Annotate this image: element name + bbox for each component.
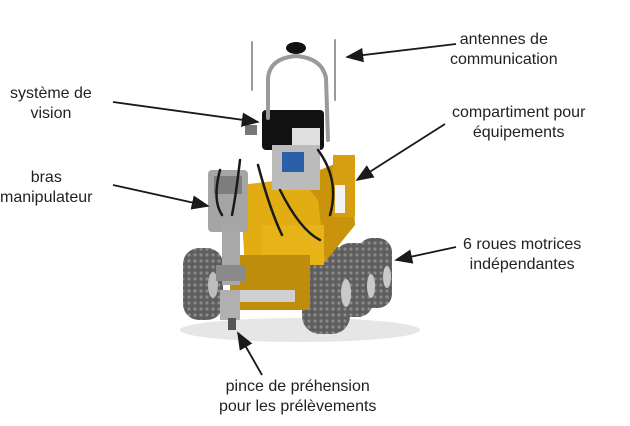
label-antennes-line-2: communication [450, 51, 558, 68]
arrow-antennes [345, 43, 457, 63]
label-roues: 6 roues motrices indépendantes [463, 235, 581, 275]
label-vision-line-1: système de [10, 85, 92, 102]
cables [215, 148, 335, 242]
robot-body [230, 155, 355, 310]
label-compartiment-line-2: équipements [472, 124, 565, 141]
callout-arrows [112, 43, 457, 376]
label-roues-line-1: 6 roues motrices [463, 236, 582, 253]
gps-dome [286, 42, 306, 54]
label-vision-line-2: vision [30, 105, 72, 122]
label-antennes-line-1: antennes de [459, 31, 548, 48]
label-compartiment: compartiment pour équipements [452, 103, 585, 143]
label-bras: bras manipulateur [0, 168, 93, 208]
label-roues-line-2: indépendantes [469, 256, 575, 273]
front-left-wheel [183, 248, 223, 320]
label-bras-line-1: bras [30, 169, 62, 186]
label-compartiment-line-1: compartiment pour [452, 104, 586, 121]
label-pince: pince de préhension pour les prélèvement… [219, 377, 376, 417]
label-vision: système de vision [10, 84, 92, 124]
arrow-compartiment [355, 123, 446, 181]
rear-wheels [302, 238, 392, 334]
arrow-pince [237, 331, 263, 376]
label-bras-line-2: manipulateur [0, 189, 93, 206]
arrow-vision [112, 101, 260, 127]
vision-box [245, 110, 324, 190]
label-antennes: antennes de communication [450, 30, 558, 70]
label-pince-line-1: pince de préhension [225, 378, 370, 395]
arrow-bras [112, 184, 210, 210]
antenna-mast [251, 39, 336, 142]
arrow-roues [394, 246, 457, 264]
label-pince-line-2: pour les prélèvements [219, 398, 377, 415]
ground-shadow [180, 318, 420, 342]
